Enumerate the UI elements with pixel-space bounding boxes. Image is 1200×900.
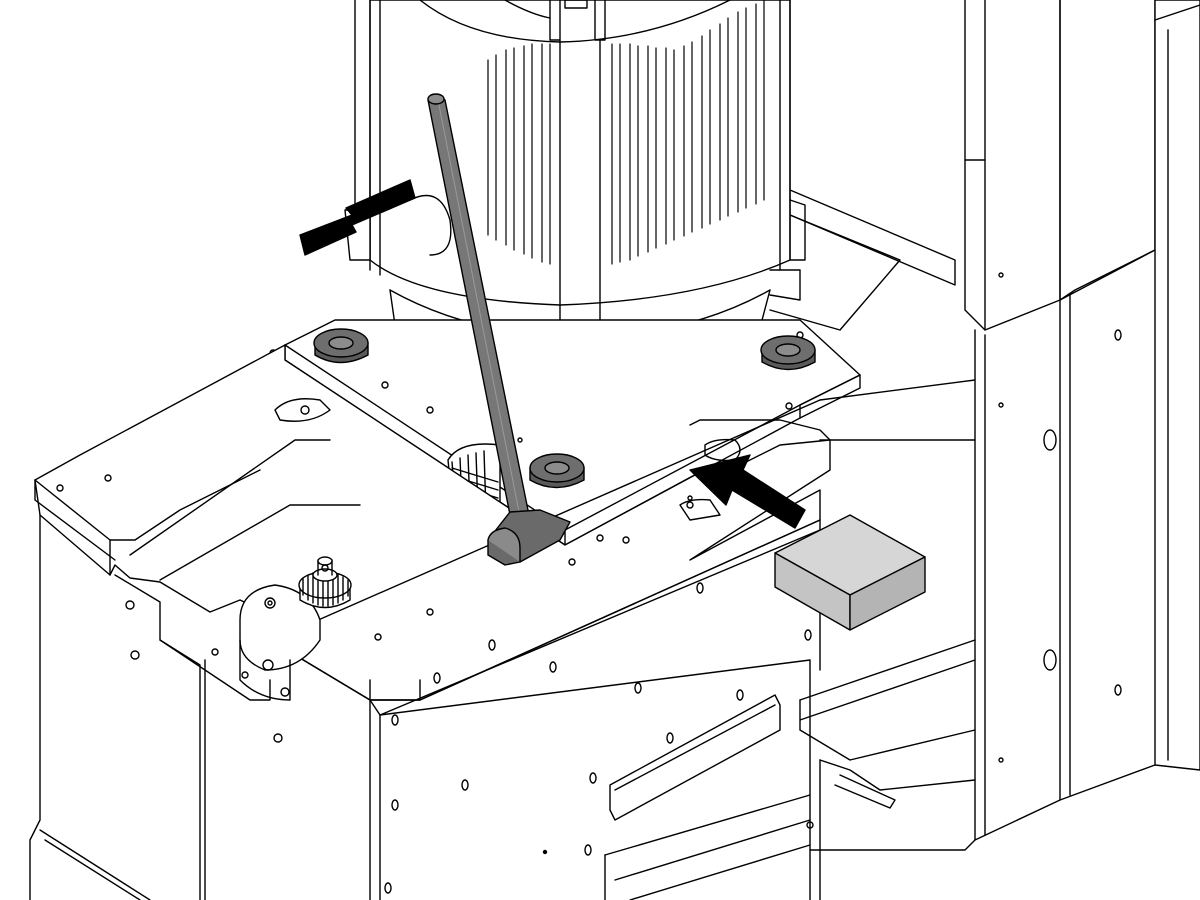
rubber-damper-left — [313, 328, 369, 364]
rubber-damper-front — [529, 453, 585, 489]
machine-frame-left — [29, 514, 290, 900]
pull-arrow — [299, 179, 416, 256]
machine-base-front — [369, 519, 821, 900]
machine-frame-back — [769, 189, 976, 900]
motor — [344, 0, 806, 426]
sprocket-icon — [298, 556, 352, 609]
motor-cooling-fins — [487, 0, 765, 265]
push-arrow — [689, 454, 806, 529]
rubber-damper-right — [760, 335, 816, 371]
wooden-block — [774, 514, 926, 631]
machine-frame-right — [809, 0, 1200, 851]
pry-bar — [427, 93, 571, 566]
small-pulley-assembly — [239, 556, 352, 701]
